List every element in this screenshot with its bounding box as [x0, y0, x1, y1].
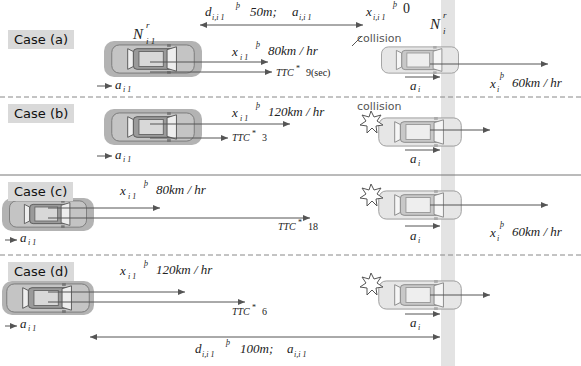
math-label: TTC — [276, 68, 294, 78]
math-label: a — [410, 79, 417, 92]
math-label: a — [20, 317, 27, 330]
math-label: i 1 — [28, 239, 36, 247]
math-label: i — [418, 160, 420, 168]
math-label: a — [287, 342, 294, 355]
math-label: þ — [393, 1, 397, 9]
math-label: i 1 — [240, 115, 248, 123]
math-label: a — [410, 152, 417, 165]
math-label: d — [205, 5, 212, 18]
math-label: 9(sec) — [306, 68, 330, 78]
math-label: i,i 1 — [212, 14, 224, 22]
math-label: þ — [256, 41, 260, 49]
math-label: d — [195, 342, 202, 355]
math-label: a — [410, 229, 417, 242]
math-label: 6 — [262, 307, 267, 317]
math-label: r — [443, 11, 447, 20]
math-label: TTC — [232, 307, 250, 317]
math-label: a — [115, 148, 122, 161]
math-label: þ — [500, 221, 504, 229]
math-label: i 1 — [146, 37, 155, 46]
math-label: i — [497, 86, 499, 94]
math-label: i,i 1 — [202, 351, 214, 359]
math-label: a — [292, 5, 299, 18]
math-label: i — [443, 27, 446, 36]
math-label: a — [410, 316, 417, 329]
math-label: 120km / hr — [268, 105, 324, 118]
case-label: Case (d) — [8, 262, 74, 281]
math-label: i — [418, 237, 420, 245]
math-label: i,i 1 — [299, 14, 311, 22]
math-label: * — [252, 304, 256, 312]
math-label: 50m; — [250, 5, 277, 18]
math-label: i 1 — [128, 193, 136, 201]
math-label: a — [115, 78, 122, 91]
math-label: 60km / hr — [512, 225, 562, 238]
math-label: þ — [226, 339, 230, 347]
collision-label: collision — [357, 101, 401, 112]
math-label: þ — [144, 180, 148, 188]
math-label: i 1 — [128, 273, 136, 281]
math-label: x — [490, 226, 496, 239]
math-label: TTC — [278, 222, 296, 232]
case-text: Case (c) — [14, 184, 67, 199]
math-label: i 1 — [123, 86, 131, 94]
math-label: þ — [256, 102, 260, 110]
case-label: Case (c) — [8, 182, 73, 201]
math-label: * — [252, 130, 256, 138]
case-text: Case (b) — [14, 106, 68, 121]
math-label: 100m; — [240, 342, 273, 355]
math-label: 0 — [403, 2, 410, 16]
math-label: N — [133, 27, 143, 42]
math-label: i 1 — [123, 156, 131, 164]
math-label: i,i 1 — [373, 14, 385, 22]
math-label: 60km / hr — [512, 76, 562, 89]
math-label: a — [20, 231, 27, 244]
math-label: i 1 — [240, 54, 248, 62]
math-label: þ — [236, 2, 240, 10]
math-label: i — [497, 235, 499, 243]
math-label: x — [232, 45, 238, 58]
math-label: i — [418, 86, 420, 94]
math-label: þ — [500, 72, 504, 80]
math-label: 80km / hr — [156, 183, 206, 196]
math-label: i 1 — [28, 325, 36, 333]
math-label: x — [232, 106, 238, 119]
case-label: Case (a) — [8, 30, 74, 49]
math-label: x — [120, 264, 126, 277]
math-label: 3 — [262, 133, 267, 143]
math-label: x — [366, 5, 372, 18]
math-label: 18 — [308, 222, 318, 232]
math-label: * — [296, 65, 300, 73]
case-label: Case (b) — [8, 104, 74, 123]
math-label: þ — [144, 260, 148, 268]
math-label: 80km / hr — [268, 44, 318, 57]
math-label: x — [120, 184, 126, 197]
math-label: r — [146, 21, 150, 30]
math-label: N — [430, 17, 440, 32]
math-label: i,i 1 — [294, 351, 306, 359]
math-label: * — [298, 219, 302, 227]
collision-label: collision — [357, 33, 401, 44]
math-label: x — [490, 77, 496, 90]
case-text: Case (d) — [14, 264, 68, 279]
case-text: Case (a) — [14, 32, 68, 47]
math-label: TTC — [232, 133, 250, 143]
math-label: i — [418, 324, 420, 332]
math-label: 120km / hr — [156, 263, 212, 276]
